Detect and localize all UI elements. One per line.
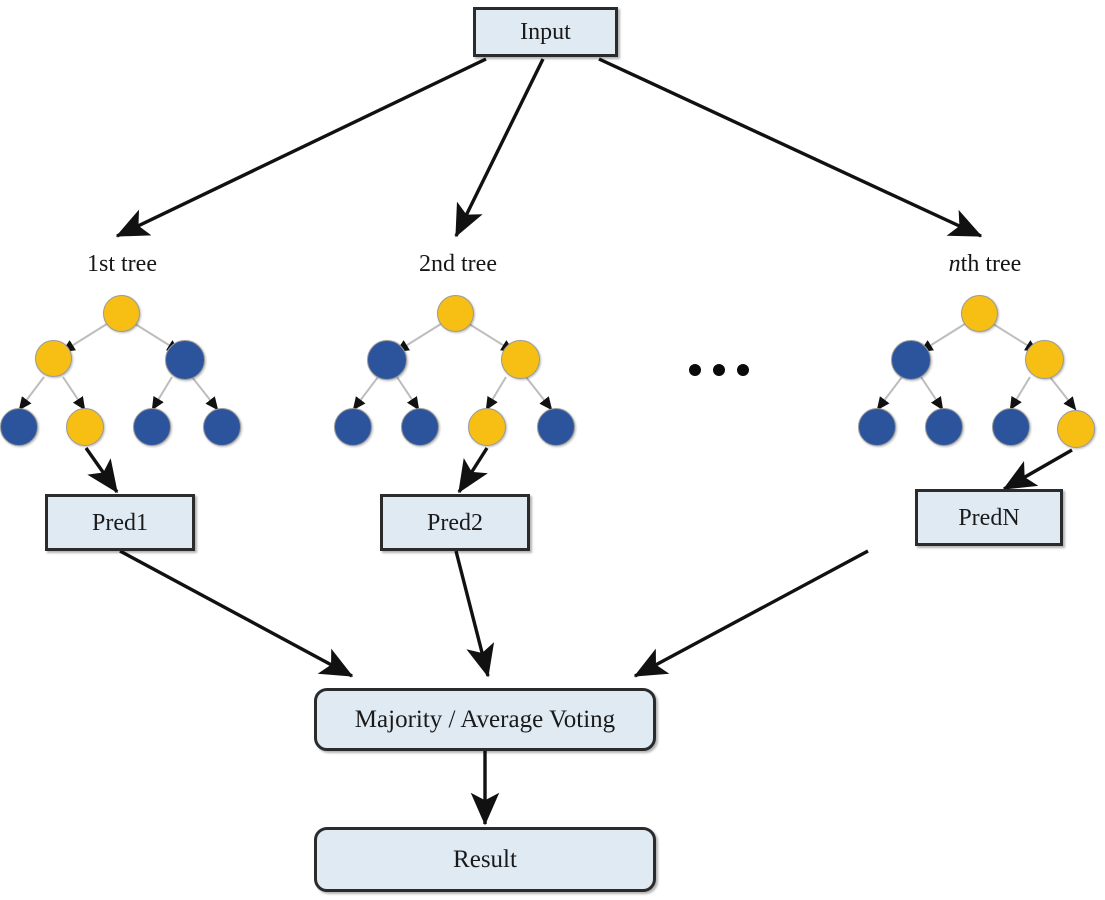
ellipsis-dot-1 <box>689 364 701 376</box>
arrow-pred1-to-voting <box>119 549 354 678</box>
tree-n-leaf-2[interactable] <box>992 408 1030 446</box>
tree-n-label-suffix: th tree <box>960 251 1022 277</box>
tree-2-leaf-2[interactable] <box>468 408 506 446</box>
prediction-box-n-label: PredN <box>958 504 1020 531</box>
tree-2-root-node[interactable] <box>437 295 474 332</box>
tree-2-leaf-3[interactable] <box>537 408 575 446</box>
tree-1-leaf-1[interactable] <box>66 408 104 446</box>
tree-n-label: nth tree <box>905 252 1065 276</box>
prediction-box-1-label: Pred1 <box>92 509 148 536</box>
tree-n-left-node[interactable] <box>891 340 931 380</box>
tree-2-label: 2nd tree <box>378 252 538 276</box>
tree-to-prediction-arrows <box>84 447 1073 494</box>
tree-2-right-node[interactable] <box>501 340 540 379</box>
tree-1-label: 1st tree <box>42 252 202 276</box>
input-box-label: Input <box>520 19 571 45</box>
ellipsis-dot-3 <box>737 364 749 376</box>
voting-box[interactable]: Majority / Average Voting <box>314 688 656 751</box>
arrow-input-to-tree-2 <box>454 58 545 238</box>
tree-n-right-node[interactable] <box>1025 340 1064 379</box>
tree-2-left-node[interactable] <box>367 340 407 380</box>
prediction-to-voting-arrows <box>119 549 869 678</box>
tree-n-root-node[interactable] <box>961 295 998 332</box>
arrow-predn-to-voting <box>633 549 869 678</box>
prediction-box-1[interactable]: Pred1 <box>45 494 195 551</box>
prediction-box-2[interactable]: Pred2 <box>380 494 530 551</box>
ellipsis-dot-2 <box>713 364 725 376</box>
tree-n-leaf-1[interactable] <box>925 408 963 446</box>
tree-2-leaf-0[interactable] <box>334 408 372 446</box>
tree-2-leaf-1[interactable] <box>401 408 439 446</box>
tree-1-right-node[interactable] <box>165 340 205 380</box>
prediction-box-n[interactable]: PredN <box>915 489 1063 546</box>
tree-n-leaf-0[interactable] <box>858 408 896 446</box>
tree-1-leaf-2[interactable] <box>133 408 171 446</box>
prediction-box-2-label: Pred2 <box>427 509 483 536</box>
ellipsis-indicator <box>689 364 749 376</box>
input-to-trees-arrows <box>115 57 983 238</box>
voting-box-label: Majority / Average Voting <box>354 706 616 733</box>
tree-1-leaf-3[interactable] <box>203 408 241 446</box>
arrow-tree-2-to-pred2 <box>457 447 489 494</box>
tree-1-left-node[interactable] <box>35 340 72 377</box>
tree-2-label-prefix: 2nd <box>419 251 456 277</box>
result-box-label: Result <box>453 846 517 873</box>
arrow-tree-1-to-pred1 <box>84 447 119 494</box>
tree-1-label-prefix: 1st <box>87 251 116 277</box>
arrow-tree-n-to-predn <box>1002 448 1073 491</box>
input-box[interactable]: Input <box>473 7 618 57</box>
arrow-input-to-tree-1 <box>115 57 487 238</box>
tree-n-leaf-3[interactable] <box>1057 410 1095 448</box>
tree-2-label-suffix: tree <box>455 251 497 277</box>
tree-1-leaf-0[interactable] <box>0 408 38 446</box>
arrow-pred2-to-voting <box>454 550 495 678</box>
arrow-input-to-tree-n <box>598 57 983 238</box>
result-box[interactable]: Result <box>314 827 656 892</box>
tree-1-root-node[interactable] <box>103 295 140 332</box>
tree-1-label-suffix: tree <box>115 251 157 277</box>
tree-n-label-prefix: n <box>948 251 961 277</box>
